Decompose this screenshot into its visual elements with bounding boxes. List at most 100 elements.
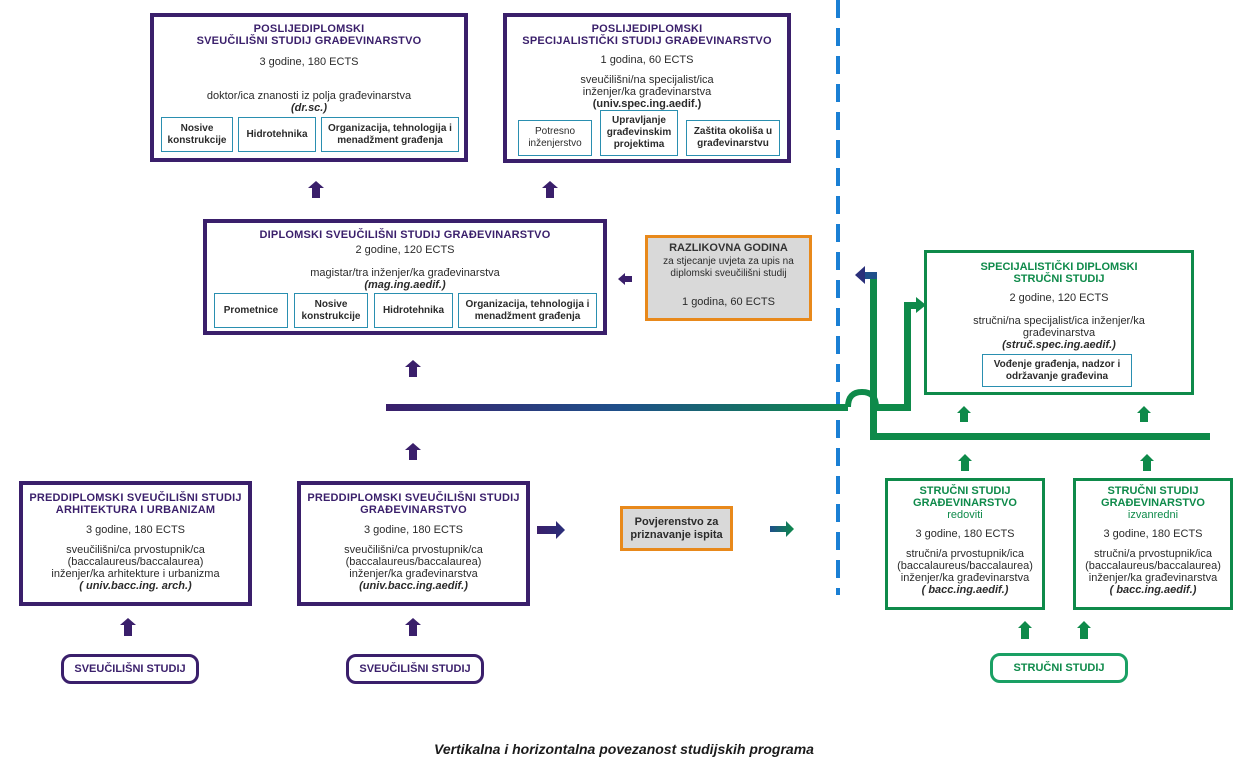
degree-abbr: (univ.bacc.ing.aedif.) [359, 580, 468, 592]
degree: (baccalaureus/baccalaurea) [897, 560, 1033, 572]
separator: ____________________________________ [289, 256, 521, 264]
postgrad-doctoral-box: POSLIJEDIPLOMSKI SVEUČILIŠNI STUDIJ GRAĐ… [150, 13, 468, 162]
degree-abbr: ( bacc.ing.aedif.) [1109, 584, 1197, 596]
undergrad-arch-box: PREDDIPLOMSKI SVEUČILIŠNI STUDIJ ARHITEK… [19, 481, 252, 606]
arrow-up-icon [1140, 454, 1154, 471]
graduate-box: DIPLOMSKI SVEUČILIŠNI STUDIJ GRAĐEVINARS… [203, 219, 607, 335]
degree-abbr: (dr.sc.) [290, 102, 328, 114]
degree: inženjer/ka arhitekture i urbanizma [51, 568, 220, 580]
duration: 3 godine, 180 ECTS [363, 524, 464, 536]
undergrad-civil-box: PREDDIPLOMSKI SVEUČILIŠNI STUDIJ GRAĐEVI… [297, 481, 530, 606]
box-title: RAZLIKOVNA GODINA [669, 242, 788, 254]
track-prometnice: Prometnice [214, 293, 288, 328]
arrow-up-icon [1137, 406, 1151, 422]
postgrad-specialist-box: POSLIJEDIPLOMSKI SPECIJALISTIČKI STUDIJ … [503, 13, 791, 163]
specialist-professional-box: SPECIJALISTIČKI DIPLOMSKI STRUČNI STUDIJ… [924, 250, 1194, 395]
duration: 2 godine, 120 ECTS [355, 244, 455, 256]
box-title: STRUČNI STUDIJ [1013, 273, 1105, 285]
box-title: STRUČNI STUDIJ [919, 485, 1011, 497]
arrow-right-icon [537, 521, 565, 539]
box-title: GRAĐEVINARSTVO [913, 497, 1017, 509]
duration: 1 godina, 60 ECTS [682, 296, 775, 308]
separator: ____________________________________ [888, 540, 1042, 548]
degree-abbr: ( univ.bacc.ing. arch.) [79, 580, 192, 592]
track-vodenje-gradenja: Vođenje građenja, nadzor i održavanje gr… [982, 354, 1132, 387]
separator: ____________________________________ [945, 304, 1173, 312]
box-title: PREDDIPLOMSKI SVEUČILIŠNI STUDIJ [307, 492, 520, 504]
arrow-up-icon [958, 454, 972, 471]
track-organizacija: Organizacija, tehnologija i menadžment g… [458, 293, 597, 328]
university-study-pill: SVEUČILIŠNI STUDIJ [61, 654, 199, 684]
duration: 3 godine, 180 ECTS [1103, 528, 1203, 540]
bridge-year-box: RAZLIKOVNA GODINA za stjecanje uvjeta za… [645, 235, 812, 321]
duration: 3 godine, 180 ECTS [915, 528, 1015, 540]
track-potresno: Potresno inženjerstvo [518, 120, 592, 156]
box-title: SPECIJALISTIČKI STUDIJ GRAĐEVINARSTVO [522, 35, 772, 47]
professional-fulltime-box: STRUČNI STUDIJ GRAĐEVINARSTVO redoviti 3… [885, 478, 1045, 610]
degree: sveučilišni/ca prvostupnik/ca [66, 544, 205, 556]
arrow-right-icon [916, 297, 926, 313]
track-hidrotehnika: Hidrotehnika [238, 117, 316, 152]
box-title: DIPLOMSKI SVEUČILIŠNI STUDIJ GRAĐEVINARS… [259, 229, 551, 241]
arrow-up-icon [957, 406, 971, 422]
duration: 1 godina, 60 ECTS [600, 54, 694, 66]
arrow-up-icon [405, 443, 421, 460]
box-title: POSLIJEDIPLOMSKI [591, 23, 703, 35]
degree: doktor/ica znanosti iz polja građevinars… [206, 90, 412, 102]
track-upravljanje: Upravljanje građevinskim projektima [600, 110, 678, 156]
arrow-up-icon [1077, 621, 1091, 639]
arrow-left-icon [855, 266, 865, 284]
degree: inženjer/ka građevinarstva [582, 86, 712, 98]
box-title: POSLIJEDIPLOMSKI [253, 23, 365, 35]
box-title: PREDDIPLOMSKI SVEUČILIŠNI STUDIJ [29, 492, 242, 504]
study-mode: izvanredni [1127, 509, 1179, 521]
recognition-committee-label: Povjerenstvo za priznavanje ispita [630, 515, 723, 541]
study-mode: redoviti [947, 509, 983, 521]
duration: 3 godine, 180 ECTS [259, 56, 359, 68]
university-study-pill: SVEUČILIŠNI STUDIJ [346, 654, 484, 684]
degree: građevinarstva [1022, 327, 1096, 339]
degree-abbr: ( bacc.ing.aedif.) [921, 584, 1009, 596]
arrow-left-icon [618, 273, 632, 285]
degree: inženjer/ka građevinarstva [1088, 572, 1218, 584]
separator: ____________________________________ [312, 536, 515, 544]
separator: ____________________________________ [1076, 540, 1230, 548]
degree: (baccalaureus/baccalaurea) [67, 556, 204, 568]
box-title: SVEUČILIŠNI STUDIJ GRAĐEVINARSTVO [196, 35, 422, 47]
track-nosive-konstrukcije: Nosive konstrukcije [294, 293, 368, 328]
degree: stručni/a prvostupnik/ica [1094, 548, 1212, 560]
professional-parttime-box: STRUČNI STUDIJ GRAĐEVINARSTVO izvanredni… [1073, 478, 1233, 610]
figure-caption: Vertikalna i horizontalna povezanost stu… [434, 741, 814, 757]
arrow-up-icon [405, 360, 421, 377]
degree: inženjer/ka građevinarstva [349, 568, 478, 580]
box-title: GRAĐEVINARSTVO [1101, 497, 1205, 509]
up-arrows-purple [120, 181, 632, 636]
degree-abbr: (mag.ing.aedif.) [364, 279, 446, 291]
track-organizacija: Organizacija, tehnologija i menadžment g… [321, 117, 459, 152]
arrow-up-icon [308, 181, 324, 198]
degree: magistar/tra inženjer/ka građevinarstva [310, 267, 500, 279]
separator: ____________________________________ [668, 286, 789, 294]
degree: (baccalaureus/baccalaurea) [1085, 560, 1221, 572]
professional-link-bar [870, 433, 1210, 440]
degree: stručni/na specijalist/ica inženjer/ka [973, 315, 1145, 327]
degree-abbr: (struč.spec.ing.aedif.) [1002, 339, 1116, 351]
arrow-up-icon [405, 618, 421, 636]
box-title: GRAĐEVINARSTVO [360, 504, 467, 516]
track-zastita-okolisa: Zaštita okoliša u građevinarstvu [686, 120, 780, 156]
arrow-up-icon [1018, 621, 1032, 639]
degree: (baccalaureus/baccalaurea) [345, 556, 482, 568]
recognition-committee-box: Povjerenstvo za priznavanje ispita [620, 506, 733, 551]
arrow-up-icon [120, 618, 136, 636]
box-title: STRUČNI STUDIJ [1107, 485, 1199, 497]
degree: sveučilišni/ca prvostupnik/ca [344, 544, 483, 556]
box-title: ARHITEKTURA I URBANIZAM [55, 504, 216, 516]
track-hidrotehnika: Hidrotehnika [374, 293, 453, 328]
degree: stručni/a prvostupnik/ica [906, 548, 1024, 560]
separator: ____________________________________ [207, 68, 411, 76]
track-nosive-konstrukcije: Nosive konstrukcije [161, 117, 233, 152]
arrow-right-icon [770, 521, 794, 537]
separator: ____________________________________ [34, 536, 237, 544]
separator: ____________________________________ [545, 66, 749, 74]
